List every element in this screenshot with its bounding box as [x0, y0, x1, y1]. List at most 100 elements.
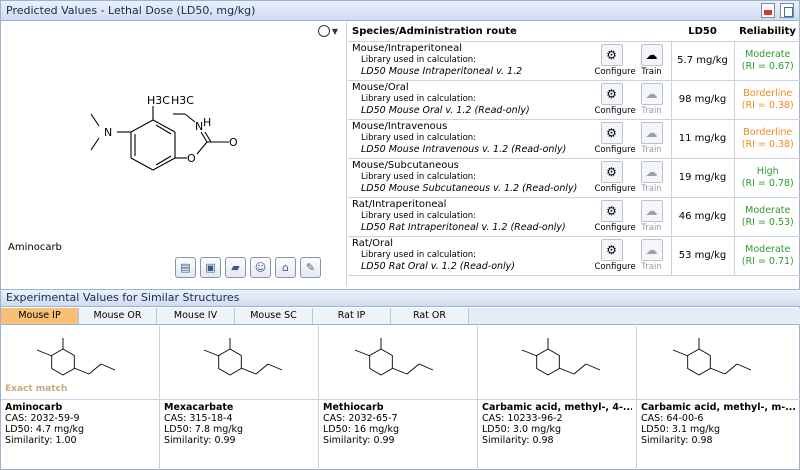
- reliability-index: (RI = 0.71): [741, 255, 794, 267]
- reliability-label: High: [756, 165, 779, 177]
- configure-label: Configure: [594, 222, 636, 233]
- configure-label: Configure: [594, 183, 636, 194]
- train-label: Train: [641, 261, 662, 272]
- train-button: ☁ Train: [635, 238, 669, 272]
- configure-button[interactable]: ⚙ Configure: [595, 121, 636, 155]
- similar-compound-name: Aminocarb: [5, 402, 63, 413]
- brain-icon: ☁: [640, 199, 663, 222]
- configure-button[interactable]: ⚙ Configure: [595, 160, 636, 194]
- similar-structure-card[interactable]: Carbamic acid, methyl-, 4-... CAS: 10233…: [478, 326, 637, 470]
- pencil-icon[interactable]: ✎: [300, 257, 321, 278]
- gear-icon: ⚙: [600, 160, 623, 183]
- similar-structure-card[interactable]: Carbamic acid, methyl-, m-... CAS: 64-00…: [637, 326, 800, 470]
- reliability-cell: Borderline (RI = 0.38): [733, 119, 800, 159]
- pdf-export-icon[interactable]: [761, 3, 775, 18]
- ld50-experimental: LD50: 4.7 mg/kg: [5, 424, 85, 435]
- route-cell: Mouse/Intravenous Library used in calcul…: [348, 119, 671, 159]
- molecule-structure: H3C H3C N H O O N: [90, 94, 238, 171]
- similar-structure-card[interactable]: Methiocarb CAS: 2032-65-7 LD50: 16 mg/kg…: [319, 326, 478, 470]
- configure-button[interactable]: ⚙ Configure: [595, 199, 636, 233]
- tab-mouse-sc[interactable]: Mouse SC: [235, 308, 313, 324]
- tab-mouse-iv[interactable]: Mouse IV: [157, 308, 235, 324]
- tab-rat-ip[interactable]: Rat IP: [313, 308, 391, 324]
- train-button: ☁ Train: [635, 82, 669, 116]
- ld50-experimental: LD50: 3.1 mg/kg: [641, 424, 721, 435]
- predicted-values-header: Predicted Values - Lethal Dose (LD50, mg…: [1, 1, 799, 21]
- nh-h-label: H: [203, 116, 211, 129]
- route-label: Mouse/Intraperitoneal: [352, 43, 463, 54]
- train-button[interactable]: ☁ Train: [635, 43, 669, 77]
- route-cell: Rat/Intraperitoneal Library used in calc…: [348, 197, 671, 237]
- configure-button[interactable]: ⚙ Configure: [595, 82, 636, 116]
- brain-icon: ☁: [640, 43, 663, 66]
- route-cell: Rat/Oral Library used in calculation: LD…: [348, 236, 671, 276]
- configure-label: Configure: [594, 261, 636, 272]
- prediction-row: Mouse/Intravenous Library used in calcul…: [348, 119, 800, 159]
- train-button: ☁ Train: [635, 199, 669, 233]
- brain-icon: ☁: [640, 121, 663, 144]
- document-icon[interactable]: ▤: [175, 257, 196, 278]
- tab-mouse-or[interactable]: Mouse OR: [79, 308, 157, 324]
- library-label: Library used in calculation:: [361, 172, 477, 182]
- ld50-experimental: LD50: 16 mg/kg: [323, 424, 400, 435]
- open-folder-icon[interactable]: ⌂: [275, 257, 296, 278]
- prediction-row: Rat/Oral Library used in calculation: LD…: [348, 236, 800, 276]
- configure-button[interactable]: ⚙ Configure: [595, 238, 636, 272]
- display-options-dropdown[interactable]: ▼: [317, 25, 338, 37]
- prediction-row: Rat/Intraperitoneal Library used in calc…: [348, 197, 800, 237]
- similar-molecule-structure: [36, 338, 116, 376]
- similar-compound-name: Carbamic acid, methyl-, m-...: [641, 402, 797, 413]
- cas-number: CAS: 2032-65-7: [323, 413, 398, 424]
- reliability-label: Borderline: [743, 126, 793, 138]
- tab-mouse-ip[interactable]: Mouse IP: [1, 308, 79, 324]
- cas-number: CAS: 64-00-6: [641, 413, 704, 424]
- library-label: Library used in calculation:: [361, 133, 477, 143]
- similar-molecule-structure: [203, 338, 283, 376]
- image-icon[interactable]: ▣: [200, 257, 221, 278]
- ld50-value: 98 mg/kg: [670, 80, 734, 120]
- train-button: ☁ Train: [635, 121, 669, 155]
- route-label: Mouse/Subcutaneous: [352, 160, 459, 171]
- train-label: Train: [641, 222, 662, 233]
- library-label: Library used in calculation:: [361, 55, 477, 65]
- similarity-value: Similarity: 0.99: [164, 435, 236, 446]
- similar-compound-name: Carbamic acid, methyl-, 4-...: [482, 402, 632, 413]
- copy-icon[interactable]: [780, 3, 794, 18]
- route-cell: Mouse/Oral Library used in calculation: …: [348, 80, 671, 120]
- amine-n-label: N: [104, 126, 112, 139]
- nh-label: N: [195, 120, 203, 133]
- tab-rat-or[interactable]: Rat OR: [391, 308, 469, 324]
- experimental-values-header: Experimental Values for Similar Structur…: [1, 289, 800, 307]
- library-name: LD50 Mouse Intravenous v. 1.2 (Read-only…: [361, 144, 567, 155]
- reliability-index: (RI = 0.38): [741, 99, 794, 111]
- exact-match-label: Exact match: [5, 384, 68, 394]
- ld50-value: 5.7 mg/kg: [670, 41, 734, 81]
- similarity-value: Similarity: 0.98: [482, 435, 554, 446]
- reliability-index: (RI = 0.53): [741, 216, 794, 228]
- smiley-icon[interactable]: ☺: [250, 257, 271, 278]
- library-name: LD50 Rat Oral v. 1.2 (Read-only): [361, 261, 515, 272]
- route-label: Mouse/Oral: [352, 82, 409, 93]
- ld50-experimental: LD50: 3.0 mg/kg: [482, 424, 562, 435]
- similar-structure-card[interactable]: Exact match Aminocarb CAS: 2032-59-9 LD5…: [1, 326, 160, 470]
- reliability-cell: Moderate (RI = 0.53): [733, 197, 800, 237]
- reliability-cell: Borderline (RI = 0.38): [733, 80, 800, 120]
- route-label: Mouse/Intravenous: [352, 121, 448, 132]
- structure-pane: ▼: [1, 22, 347, 286]
- chevron-down-icon: ▼: [331, 26, 338, 36]
- similarity-value: Similarity: 0.98: [641, 435, 713, 446]
- route-cell: Mouse/Subcutaneous Library used in calcu…: [348, 158, 671, 198]
- brain-icon: ☁: [640, 82, 663, 105]
- similar-structures-list: Exact match Aminocarb CAS: 2032-59-9 LD5…: [1, 326, 800, 470]
- configure-button[interactable]: ⚙ Configure: [595, 43, 636, 77]
- cas-number: CAS: 2032-59-9: [5, 413, 80, 424]
- reliability-label: Moderate: [745, 204, 791, 216]
- gear-icon: ⚙: [600, 238, 623, 261]
- library-name: LD50 Mouse Subcutaneous v. 1.2 (Read-onl…: [361, 183, 578, 194]
- gear-icon: ⚙: [600, 82, 623, 105]
- configure-label: Configure: [594, 105, 636, 116]
- reliability-label: Moderate: [745, 48, 791, 60]
- similar-structure-card[interactable]: Mexacarbate CAS: 315-18-4 LD50: 7.8 mg/k…: [160, 326, 319, 470]
- book-icon[interactable]: ▰: [225, 257, 246, 278]
